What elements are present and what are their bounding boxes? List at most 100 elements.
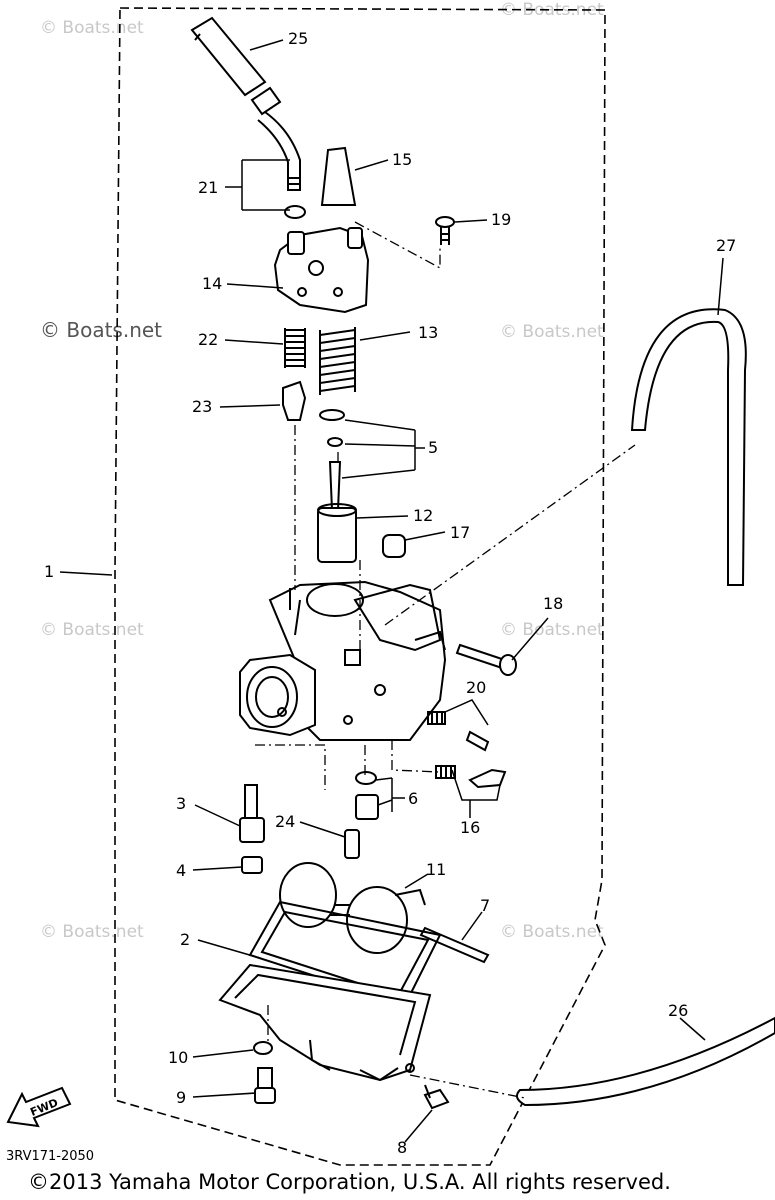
- part-label-12: 12: [413, 506, 434, 525]
- leader-line: [359, 331, 411, 341]
- part-19-screw: [435, 216, 455, 245]
- part-20-spring: [427, 711, 446, 725]
- part-label-20: 20: [466, 678, 487, 697]
- copyright-notice: ©2013 Yamaha Motor Corporation, U.S.A. A…: [28, 1170, 671, 1194]
- connector-line: [354, 221, 441, 270]
- connector-line: [391, 740, 441, 773]
- diagram-code: 3RV171-2050: [6, 1149, 95, 1164]
- part-9-screw: [254, 1067, 276, 1104]
- part-label-13: 13: [418, 323, 439, 342]
- part-label-4: 4: [176, 861, 187, 880]
- part-label-24: 24: [275, 812, 296, 831]
- float-chamber: [218, 963, 432, 1082]
- part-8-screw: [423, 1084, 450, 1110]
- part-label-18: 18: [543, 594, 564, 613]
- watermark: © Boats.net: [40, 922, 144, 942]
- part-16-screw: [468, 768, 507, 789]
- part-7-float-pin: [419, 926, 490, 964]
- leader-line: [224, 339, 284, 345]
- leader-line: [192, 1049, 254, 1058]
- part-label-2: 2: [180, 930, 191, 949]
- part-21-adjuster: [250, 86, 301, 191]
- part-label-3: 3: [176, 794, 187, 813]
- part-11-float: [279, 862, 426, 954]
- part-6-washer: [355, 771, 377, 785]
- part-12-throttle-valve: [317, 503, 357, 563]
- part-label-21: 21: [198, 178, 219, 197]
- leader-line: [717, 257, 724, 316]
- part-label-22: 22: [198, 330, 219, 349]
- part-1-carburetor-body: [239, 580, 447, 741]
- leader-line: [354, 159, 389, 171]
- leader-line: [454, 219, 488, 223]
- watermark: © Boats.net: [500, 0, 604, 20]
- part-26-hose: [515, 1016, 775, 1107]
- part-6-plug: [355, 794, 379, 820]
- leader-line: [59, 571, 113, 576]
- fwd-arrow: [6, 1086, 72, 1128]
- connector-line: [384, 444, 636, 626]
- part-27-hose: [630, 308, 747, 586]
- part-label-8: 8: [397, 1138, 408, 1157]
- part-label-27: 27: [716, 236, 737, 255]
- leader-line: [375, 777, 405, 812]
- leader-line: [249, 39, 284, 51]
- part-10-washer: [253, 1041, 273, 1055]
- watermark: © Boats.net: [40, 620, 144, 640]
- part-label-26: 26: [668, 1001, 689, 1020]
- watermark: © Boats.net: [500, 620, 604, 640]
- leader-line: [679, 1017, 706, 1041]
- part-label-15: 15: [392, 150, 413, 169]
- part-label-1: 1: [44, 562, 55, 581]
- part-label-5: 5: [428, 438, 439, 457]
- part-label-11: 11: [426, 860, 447, 879]
- part-20-screw: [465, 730, 490, 752]
- part-label-19: 19: [491, 210, 512, 229]
- watermark: © Boats.net: [40, 318, 163, 342]
- leader-line: [194, 804, 241, 827]
- leader-line: [197, 939, 261, 959]
- watermark: © Boats.net: [40, 18, 144, 38]
- part-24-pilot-jet: [344, 829, 360, 859]
- part-14-top-cover: [273, 226, 370, 314]
- part-5-clip: [319, 409, 345, 421]
- part-21-washer: [284, 205, 306, 219]
- leader-line: [404, 1109, 433, 1143]
- leader-line: [356, 515, 409, 519]
- part-label-10: 10: [168, 1048, 189, 1067]
- assembly-boundary: [114, 7, 606, 1166]
- part-23-holder: [282, 380, 307, 421]
- leader-line: [192, 1092, 257, 1098]
- watermark: © Boats.net: [500, 922, 604, 942]
- part-label-7: 7: [480, 896, 491, 915]
- leader-line: [341, 419, 425, 479]
- leader-line: [451, 769, 501, 818]
- part-13-spring: [319, 327, 356, 395]
- part-17-cap: [382, 534, 406, 558]
- part-4-main-jet: [241, 856, 263, 874]
- part-label-25: 25: [288, 29, 309, 48]
- part-22-spring: [284, 328, 306, 368]
- leader-line: [219, 404, 281, 408]
- watermark: © Boats.net: [500, 322, 604, 342]
- part-label-6: 6: [408, 789, 419, 808]
- part-3-jet-holder: [239, 784, 265, 843]
- part-label-9: 9: [176, 1088, 187, 1107]
- part-label-14: 14: [202, 274, 223, 293]
- leader-line: [299, 821, 346, 838]
- part-5-needle: [328, 461, 342, 511]
- leader-line: [225, 159, 290, 211]
- part-label-16: 16: [460, 818, 481, 837]
- leader-line: [226, 283, 284, 289]
- leader-line: [404, 531, 446, 541]
- part-label-23: 23: [192, 397, 213, 416]
- leader-line: [444, 699, 489, 726]
- part-15-cap: [320, 146, 357, 206]
- connector-line: [255, 744, 326, 790]
- part-label-17: 17: [450, 523, 471, 542]
- part-5-washer: [327, 437, 343, 447]
- leader-line: [461, 911, 483, 941]
- part-18-screw: [455, 643, 517, 676]
- leader-line: [404, 873, 429, 889]
